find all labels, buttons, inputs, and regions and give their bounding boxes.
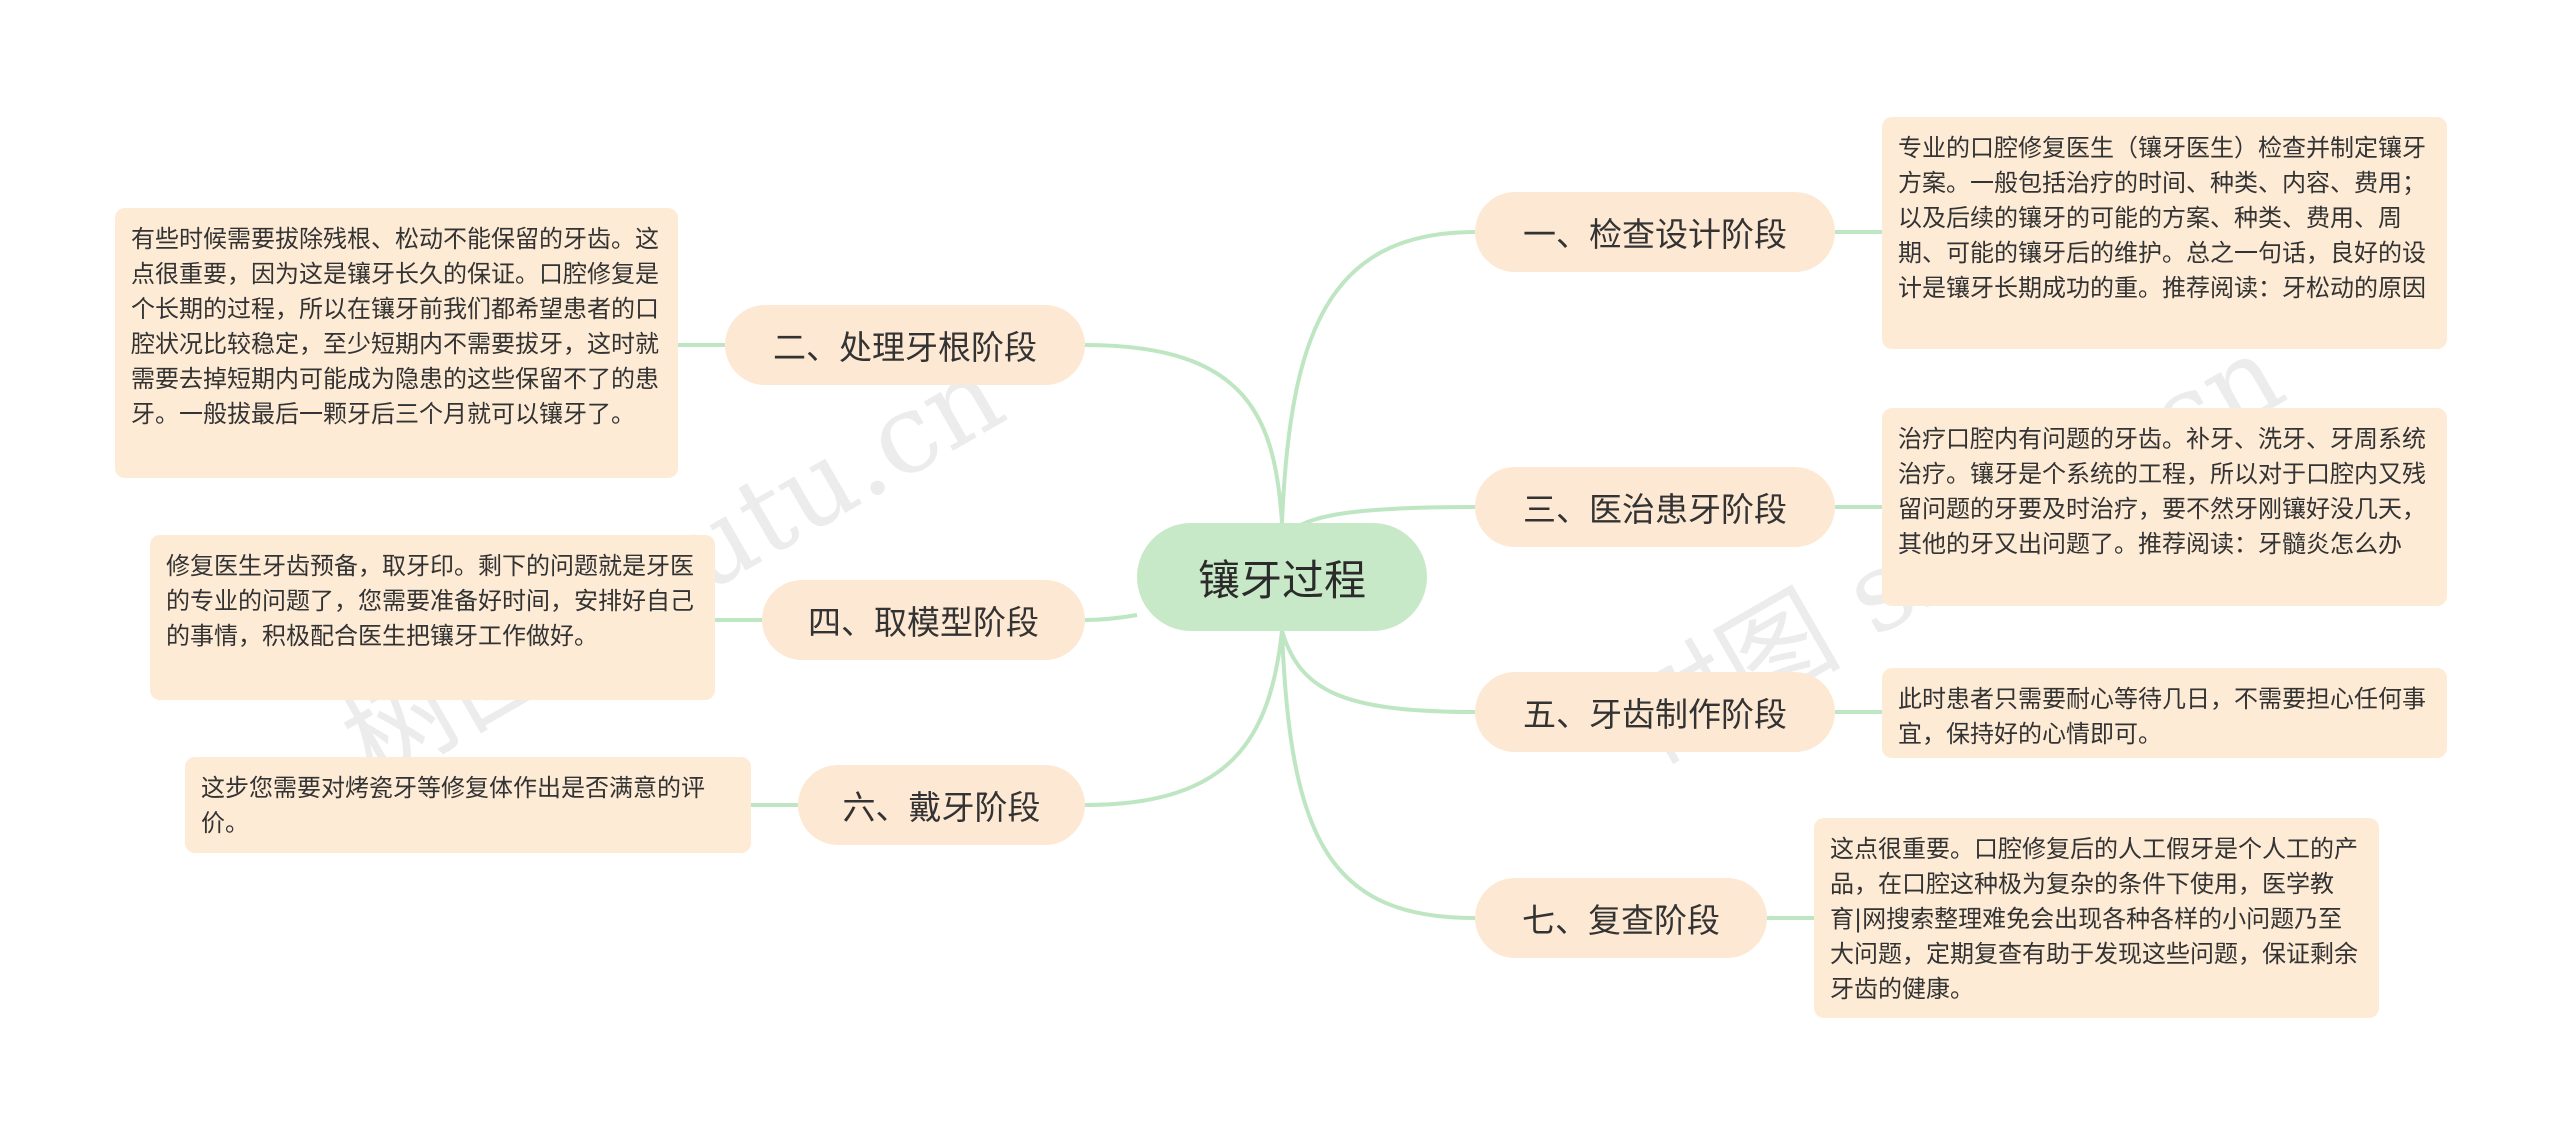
branch-2-root-treatment[interactable]: 二、处理牙根阶段 (725, 305, 1085, 385)
branch-5-make-teeth[interactable]: 五、牙齿制作阶段 (1475, 672, 1835, 752)
edge-central-branch-5 (1280, 630, 1476, 714)
edge-central-branch-4 (1084, 613, 1138, 622)
detail-4-impression: 修复医生牙齿预备，取牙印。剩下的问题就是牙医的专业的问题了，您需要准备好时间，安… (150, 535, 715, 700)
branch-1-design-check[interactable]: 一、检查设计阶段 (1475, 192, 1835, 272)
branch-6-fitting[interactable]: 六、戴牙阶段 (798, 765, 1085, 845)
central-topic[interactable]: 镶牙过程 (1137, 523, 1427, 631)
detail-3-treat-teeth: 治疗口腔内有问题的牙齿。补牙、洗牙、牙周系统治疗。镶牙是个系统的工程，所以对于口… (1882, 408, 2447, 606)
edge-central-branch-7 (1280, 630, 1476, 920)
detail-1-design-check: 专业的口腔修复医生（镶牙医生）检查并制定镶牙方案。一般包括治疗的时间、种类、内容… (1882, 117, 2447, 349)
edge-central-branch-1 (1280, 230, 1476, 524)
detail-6-fitting: 这步您需要对烤瓷牙等修复体作出是否满意的评价。 (185, 757, 751, 853)
detail-5-make-teeth: 此时患者只需要耐心等待几日，不需要担心任何事宜，保持好的心情即可。 (1882, 668, 2447, 758)
edge-central-branch-6 (1084, 630, 1284, 807)
detail-7-follow-up: 这点很重要。口腔修复后的人工假牙是个人工的产品，在口腔这种极为复杂的条件下使用，… (1814, 818, 2379, 1018)
detail-2-root-treatment: 有些时候需要拔除残根、松动不能保留的牙齿。这点很重要，因为这是镶牙长久的保证。口… (115, 208, 678, 478)
branch-3-treat-teeth[interactable]: 三、医治患牙阶段 (1475, 467, 1835, 547)
edge-central-branch-2 (1084, 343, 1284, 524)
branch-7-follow-up[interactable]: 七、复查阶段 (1475, 878, 1767, 958)
branch-4-impression[interactable]: 四、取模型阶段 (762, 580, 1085, 660)
